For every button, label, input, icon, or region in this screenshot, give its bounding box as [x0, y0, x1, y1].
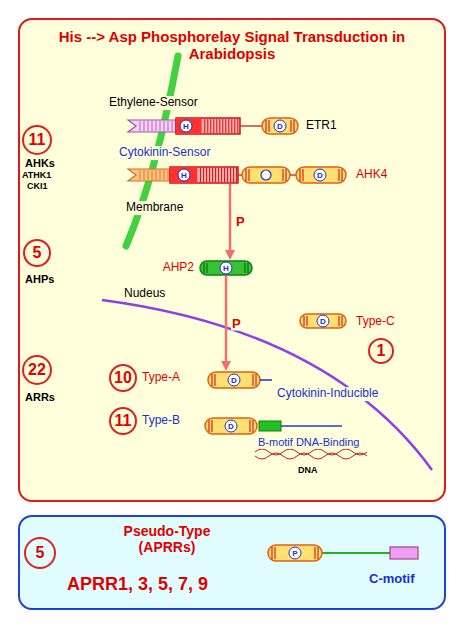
count-number: 10	[114, 370, 132, 386]
panel-box: Pseudo-Type (APRRs) 5 P APRR1, 3, 5, 7, 9 C-…	[18, 515, 446, 610]
protein-domain-bar: D	[208, 372, 272, 388]
count-number: 5	[36, 545, 45, 561]
count-number: 11	[29, 132, 46, 148]
protein-domain-bar: HDAHK4	[128, 167, 348, 183]
diagram-label: C-motif	[368, 572, 416, 587]
diagram-label: AHKs	[24, 157, 56, 170]
diagram-label: ATHK1	[21, 170, 52, 180]
diagram-label: B-motif DNA-Binding	[257, 436, 360, 449]
residue-letter: D	[314, 169, 327, 182]
residue-letter: H	[178, 169, 191, 182]
diagram-label: ARRs	[24, 391, 56, 404]
count-circle: 5	[23, 239, 51, 267]
protein-name: AHP2	[163, 261, 194, 275]
protein-name: ETR1	[306, 119, 337, 133]
pathway-illustration	[20, 517, 444, 608]
diagram-label: Cytokinin-Sensor	[118, 146, 211, 160]
diagram-label: APRR1, 3, 5, 7, 9	[66, 574, 209, 595]
phospho-arrow	[221, 276, 231, 371]
diagram-label: CKI1	[26, 181, 49, 191]
count-number: 22	[28, 362, 46, 378]
protein-domain-bar: HAHP2	[200, 261, 252, 275]
diagram-label: Nudeus	[123, 287, 166, 301]
protein-domain-bar: DType-C	[300, 314, 346, 328]
diagram-label: Type-A	[141, 371, 181, 385]
diagram-label: Cytokinin-Inducible	[276, 387, 379, 401]
panel-heading: His --> Asp Phosphorelay Signal Transduc…	[20, 28, 444, 63]
residue-letter: H	[220, 262, 233, 275]
edge-label: P	[235, 215, 246, 230]
count-circle: 5	[24, 537, 56, 569]
count-number: 1	[377, 343, 386, 359]
protein-domain-bar: D	[205, 418, 257, 434]
residue-letter: D	[225, 420, 238, 433]
protein-name: AHK4	[356, 168, 387, 182]
residue-letter: D	[228, 374, 241, 387]
residue-letter: D	[274, 120, 287, 133]
panel-heading: Pseudo-Type (APRRs)	[102, 523, 232, 555]
residue-letter: H	[180, 120, 193, 133]
diagram-label: Ethylene-Sensor	[108, 96, 199, 110]
count-circle: 11	[109, 407, 137, 435]
phospho-arrow	[225, 184, 235, 260]
protein-name: Type-C	[356, 315, 395, 329]
diagram-label: Membrane	[125, 201, 184, 215]
residue-letter: P	[289, 547, 302, 560]
count-circle: 1	[368, 338, 394, 364]
count-number: 11	[115, 413, 132, 429]
count-circle: 11	[22, 125, 52, 155]
diagram-label: DNA	[297, 465, 319, 475]
panel-box: His --> Asp Phosphorelay Signal Transduc…	[18, 18, 446, 502]
count-circle: 10	[109, 364, 137, 392]
count-number: 5	[33, 245, 42, 261]
diagram-label: AHPs	[24, 273, 55, 286]
protein-domain-bar: P	[268, 545, 322, 561]
protein-domain-bar: HDETR1	[128, 118, 300, 134]
residue-letter: D	[317, 315, 330, 328]
diagram-label: Type-B	[141, 414, 181, 428]
edge-label: P	[231, 316, 242, 331]
count-circle: 22	[22, 355, 52, 385]
